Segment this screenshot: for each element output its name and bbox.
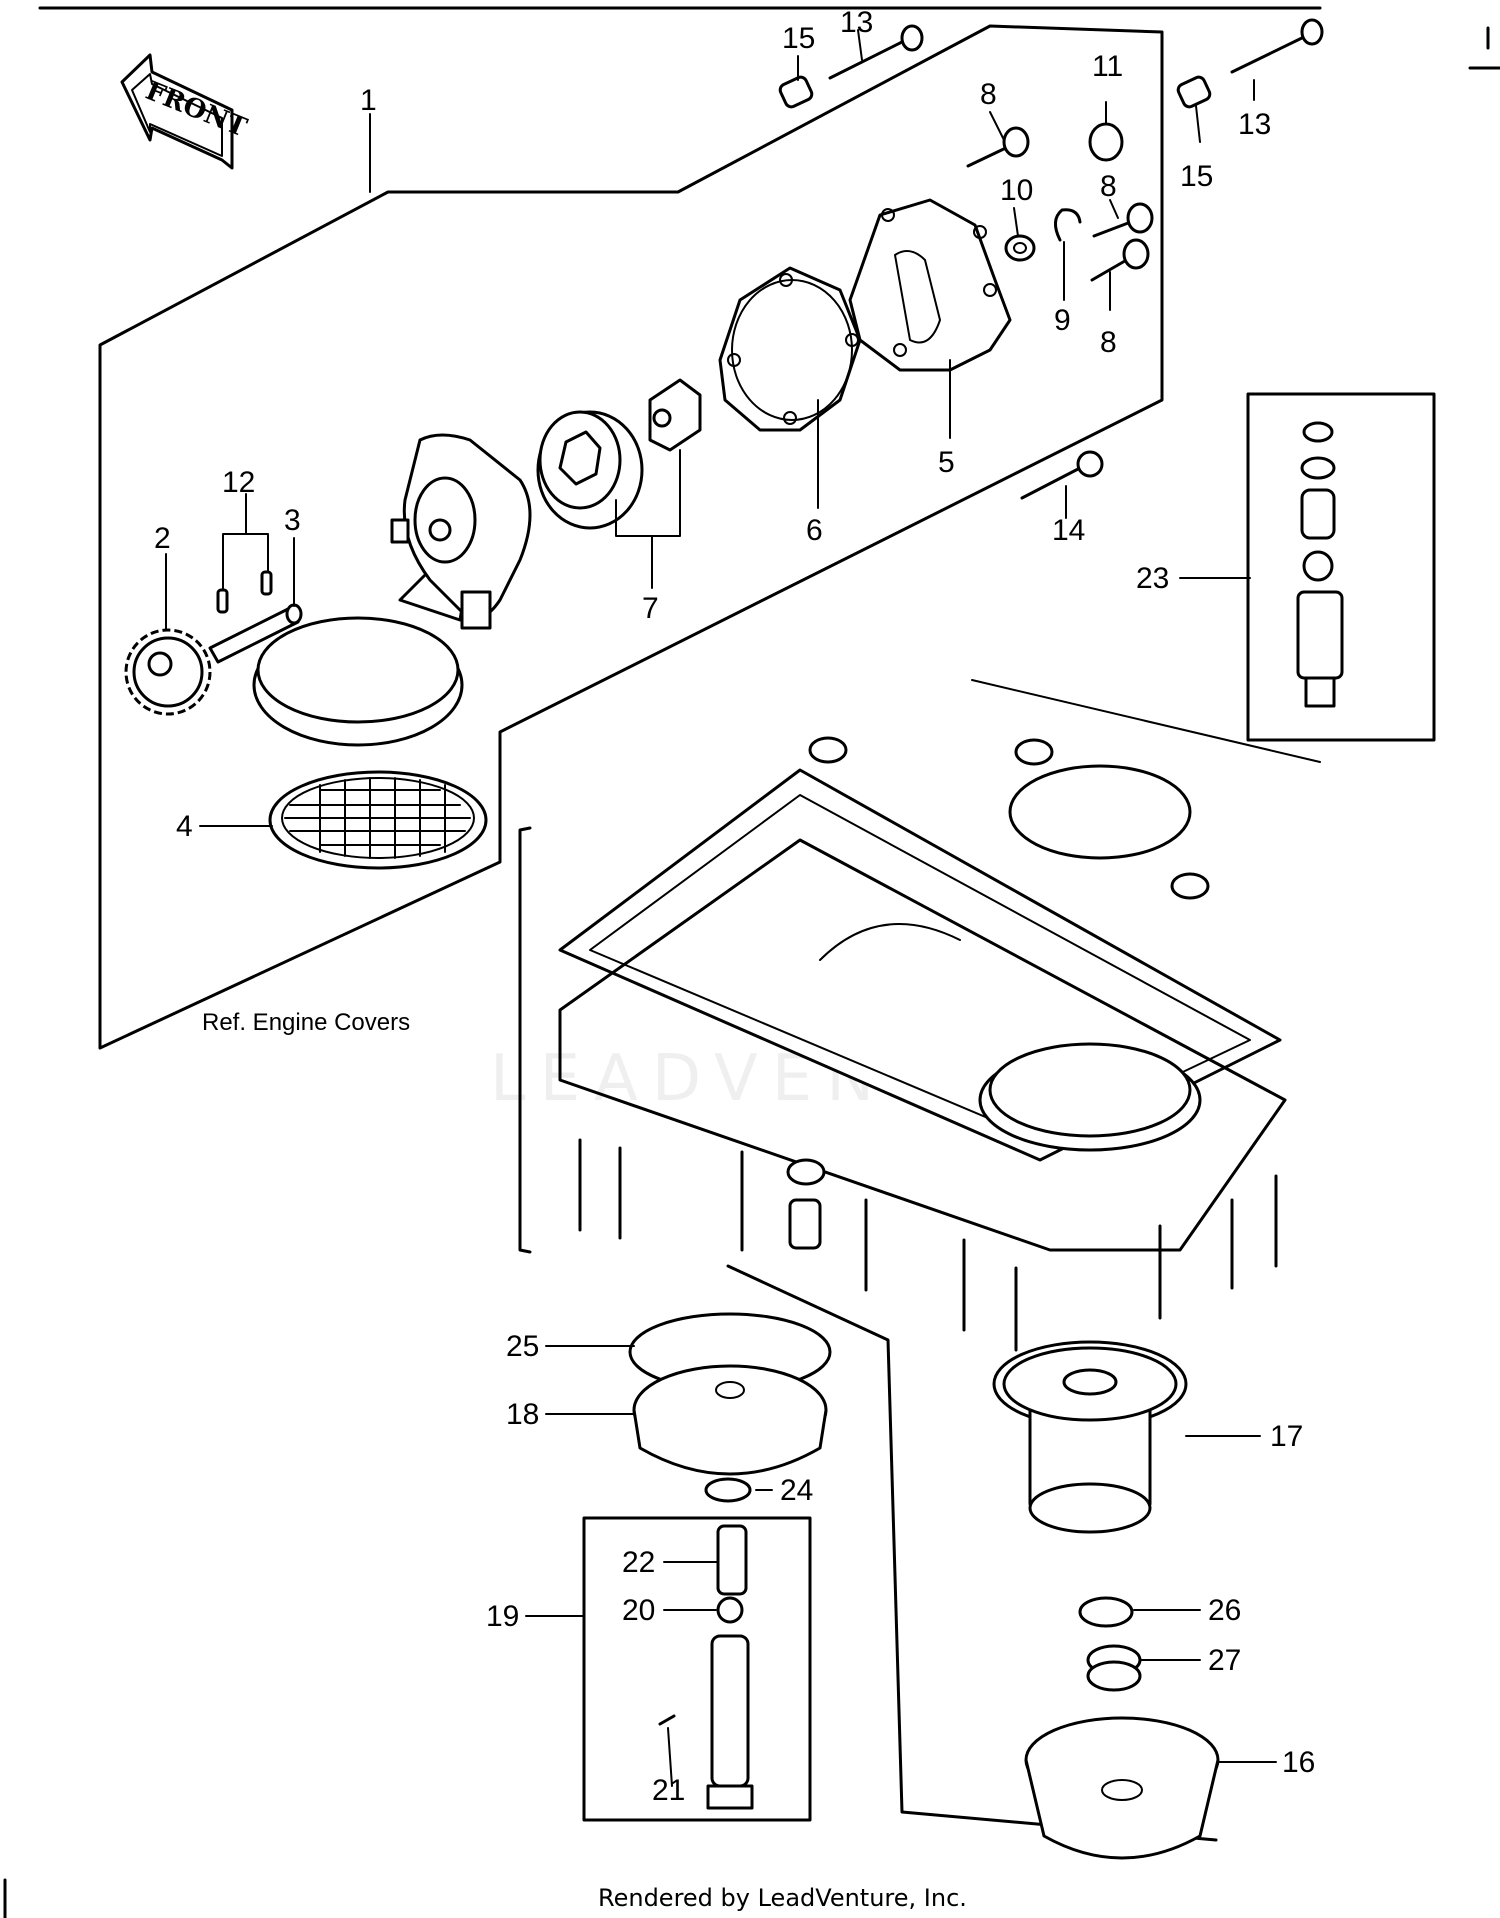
oil-strainer-screen <box>268 770 488 870</box>
callout-4: 4 <box>176 810 193 843</box>
washer-26 <box>1078 1596 1134 1628</box>
callout-15a: 15 <box>782 22 815 55</box>
callout-16: 16 <box>1282 1746 1315 1779</box>
callout-15b: 15 <box>1180 160 1213 193</box>
callout-13b: 13 <box>1238 108 1271 141</box>
oil-filter-element <box>992 1340 1188 1534</box>
oil-pump-cover <box>848 198 1012 372</box>
callout-12: 12 <box>222 466 255 499</box>
oil-pan-bolts <box>578 1138 1278 1352</box>
callout-6: 6 <box>806 514 823 547</box>
callout-leaders <box>165 29 1277 1787</box>
footer-credit: Rendered by LeadVenture, Inc. <box>598 1884 967 1912</box>
callout-23: 23 <box>1136 562 1169 595</box>
oil-strainer-body <box>252 558 472 747</box>
callout-numbers: 1 2 3 4 5 6 7 8 8 8 9 10 11 12 13 13 14 … <box>154 6 1315 1807</box>
callout-9: 9 <box>1054 304 1071 337</box>
ref-engine-covers-note: Ref. Engine Covers <box>202 1009 410 1036</box>
bolt-13b <box>1230 18 1324 74</box>
spring-27 <box>1086 1644 1142 1692</box>
oil-pump-housing <box>390 433 532 630</box>
circlip-9 <box>1054 208 1082 242</box>
collar-15a <box>778 75 814 109</box>
oil-pan <box>558 838 1287 1252</box>
pump-cover-bolt-8c <box>1090 238 1150 282</box>
callout-3: 3 <box>284 504 301 537</box>
callout-18: 18 <box>506 1398 539 1431</box>
callout-25: 25 <box>506 1330 539 1363</box>
callout-22: 22 <box>622 1546 655 1579</box>
oil-pump-gasket <box>718 266 862 432</box>
callout-19: 19 <box>486 1600 519 1633</box>
bypass-valve-box <box>582 1516 812 1822</box>
callout-1: 1 <box>360 84 377 117</box>
front-direction-arrow: FRONT <box>120 53 251 170</box>
page-frame-marks <box>3 6 1500 1918</box>
callout-17: 17 <box>1270 1420 1303 1453</box>
callout-5: 5 <box>938 446 955 479</box>
callout-27: 27 <box>1208 1644 1241 1677</box>
callout-8c: 8 <box>1100 326 1117 359</box>
o-ring-pan <box>1008 764 1192 860</box>
pump-assembly-boundary <box>98 24 1164 1050</box>
filter-bolt-cup-16 <box>1024 1716 1220 1860</box>
pump-cover-bolt-8a <box>966 126 1030 168</box>
callout-10: 10 <box>1000 174 1033 207</box>
oil-pump-rotors <box>536 378 702 530</box>
callout-7: 7 <box>642 592 659 625</box>
callout-8b: 8 <box>1100 170 1117 203</box>
oil-filter-cover <box>632 1364 828 1476</box>
relief-valve-box <box>1246 392 1436 742</box>
relief-valve-bracket <box>971 679 1321 763</box>
callout-13a: 13 <box>840 6 873 39</box>
callout-20: 20 <box>622 1594 655 1627</box>
pan-seals <box>808 736 1210 900</box>
oil-pump-sprocket <box>124 628 212 716</box>
callout-21: 21 <box>652 1774 685 1807</box>
callout-2: 2 <box>154 522 171 555</box>
callout-26: 26 <box>1208 1594 1241 1627</box>
washer-24 <box>704 1477 752 1503</box>
bolt-14 <box>1020 450 1104 500</box>
pump-cover-bolt-8b <box>1092 202 1154 238</box>
collar-15b <box>1176 75 1212 109</box>
bolt-13a <box>828 24 924 80</box>
callout-24: 24 <box>780 1474 813 1507</box>
callout-11: 11 <box>1092 50 1123 83</box>
oil-pan-bracket <box>518 826 532 1254</box>
callout-8a: 8 <box>980 78 997 111</box>
callout-14: 14 <box>1052 514 1085 547</box>
washer-10 <box>1004 234 1036 262</box>
collar-11 <box>1088 122 1124 162</box>
dowel-pins <box>216 570 273 614</box>
